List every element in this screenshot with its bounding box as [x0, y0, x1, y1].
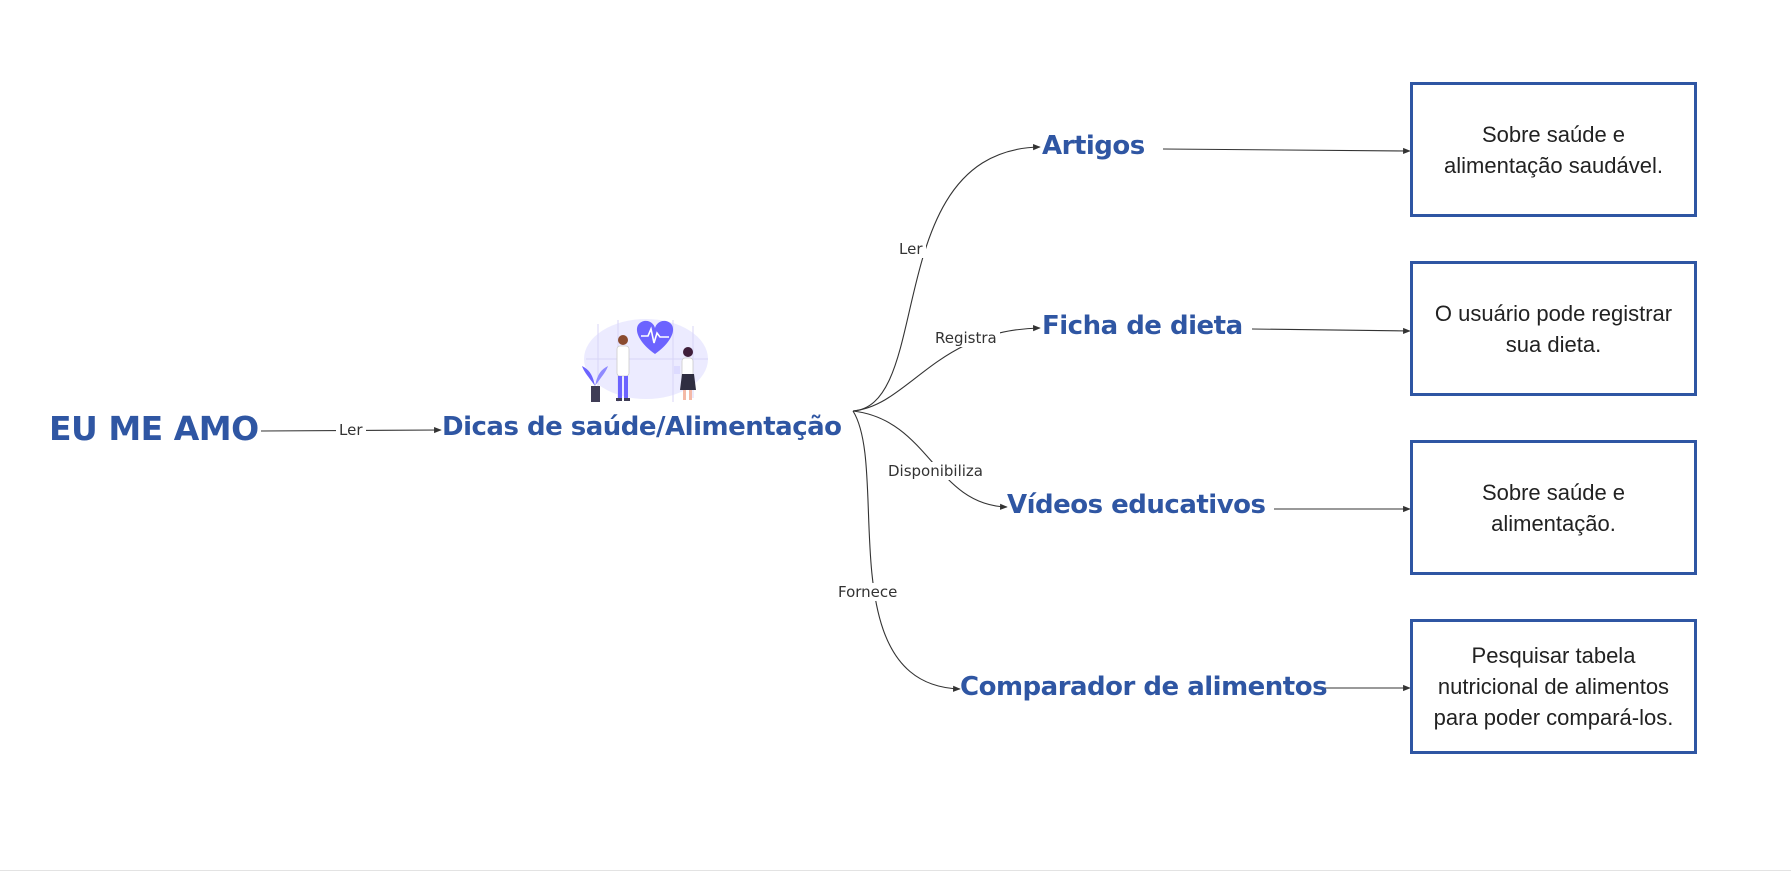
box-line: sua dieta.: [1505, 331, 1602, 357]
node-hub[interactable]: Dicas de saúde/Alimentação: [442, 412, 842, 442]
box-line: Pesquisar tabela: [1471, 643, 1636, 668]
edge-label-root-hub: Ler: [336, 421, 366, 439]
edge-hub-artigos: [852, 144, 1041, 412]
edge-hub-comparador: [852, 410, 961, 692]
box-line: alimentação saudável.: [1444, 152, 1663, 178]
node-videos-educativos[interactable]: Vídeos educativos: [1007, 490, 1266, 520]
node-root[interactable]: EU ME AMO: [49, 409, 259, 448]
edge-label-artigos: Ler: [896, 240, 926, 258]
edge-ficha-box: [1251, 327, 1411, 334]
box-artigos[interactable]: Sobre saúde e alimentação saudável.: [1410, 82, 1697, 217]
edge-artigos-box: [1162, 147, 1411, 155]
box-line: Sobre saúde e: [1481, 479, 1626, 505]
plant-icon: [582, 366, 608, 402]
box-line: alimentação.: [1491, 510, 1616, 536]
node-artigos[interactable]: Artigos: [1042, 131, 1145, 161]
box-line: O usuário pode registrar: [1434, 300, 1673, 326]
edge-hub-videos: [852, 410, 1008, 510]
doctors-heart-illustration: [582, 319, 708, 402]
edge-hub-ficha: [852, 325, 1041, 412]
box-videos[interactable]: Sobre saúde e alimentação.: [1410, 440, 1697, 575]
canvas-bottom-divider: [0, 870, 1791, 871]
node-comparador[interactable]: Comparador de alimentos: [960, 672, 1328, 702]
edge-label-videos: Disponibiliza: [885, 462, 986, 480]
box-line: para poder compará-los.: [1433, 705, 1674, 730]
edge-label-ficha: Registra: [932, 329, 1000, 347]
box-comparador[interactable]: Pesquisar tabela nutricional de alimento…: [1410, 619, 1697, 754]
doctor-figure-2: [674, 347, 696, 400]
box-line: Sobre saúde e: [1481, 121, 1626, 147]
box-ficha[interactable]: O usuário pode registrar sua dieta.: [1410, 261, 1697, 396]
heart-pulse-icon: [636, 320, 674, 354]
box-line: nutricional de alimentos: [1437, 674, 1670, 699]
edge-label-comparador: Fornece: [835, 583, 901, 601]
node-ficha-de-dieta[interactable]: Ficha de dieta: [1042, 311, 1243, 341]
doctor-figure: [616, 335, 630, 401]
